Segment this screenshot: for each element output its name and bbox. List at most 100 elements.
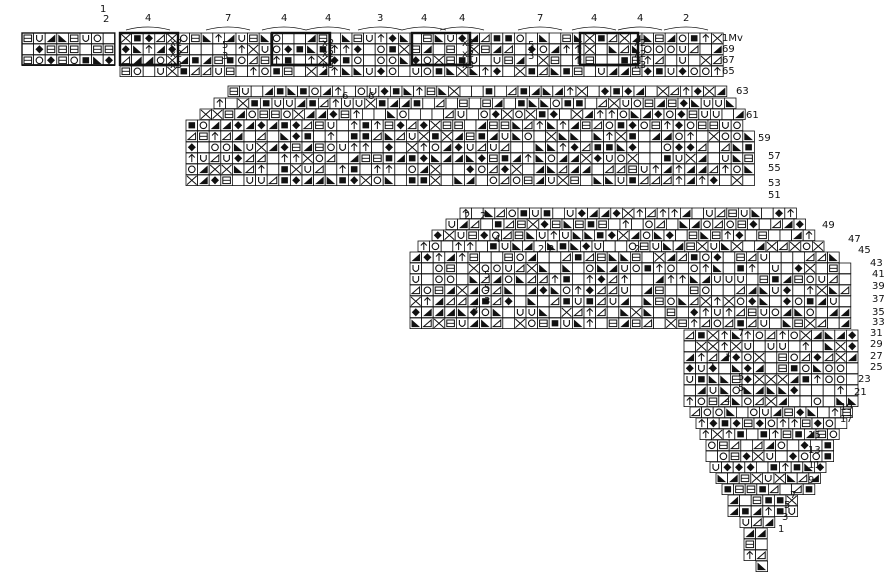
chart-cell bbox=[775, 450, 788, 463]
black-triangle-icon bbox=[489, 132, 498, 141]
black-triangle-icon bbox=[419, 165, 429, 174]
chart-cell bbox=[799, 395, 813, 408]
black-square-icon bbox=[586, 298, 594, 305]
black-diamond-icon bbox=[794, 264, 803, 273]
chart-cell bbox=[792, 251, 805, 264]
row-number-label: 35 bbox=[872, 307, 885, 318]
chart-cell bbox=[529, 207, 542, 220]
u-shape-icon bbox=[327, 122, 335, 129]
open-circle-icon bbox=[726, 220, 735, 229]
black-square-icon bbox=[563, 298, 570, 305]
u-shape-icon bbox=[355, 100, 363, 107]
black-diamond-icon bbox=[423, 253, 432, 262]
row-number-label: 67 bbox=[722, 55, 735, 66]
u-shape-icon bbox=[505, 265, 512, 272]
open-triangle-icon bbox=[314, 164, 324, 174]
black-square-icon bbox=[805, 486, 813, 493]
open-triangle-icon bbox=[719, 396, 729, 406]
chart-cell bbox=[614, 174, 628, 187]
arrow-icon bbox=[574, 285, 582, 295]
black-triangle-icon bbox=[701, 275, 711, 284]
black-triangle-icon bbox=[459, 220, 468, 229]
black-triangle-icon bbox=[535, 165, 545, 174]
chart-cell bbox=[548, 32, 562, 45]
row-number-label: 5 bbox=[784, 500, 790, 511]
black-diamond-icon bbox=[789, 452, 797, 461]
open-triangle-icon bbox=[422, 318, 432, 328]
chart-cell bbox=[102, 32, 116, 45]
black-diamond-icon bbox=[690, 308, 699, 317]
open-triangle-icon bbox=[499, 175, 510, 185]
chart-cell bbox=[711, 43, 724, 56]
chart-cell bbox=[834, 417, 848, 430]
black-square-icon bbox=[802, 376, 810, 383]
chart-cell bbox=[734, 273, 747, 286]
cross-icon bbox=[800, 330, 811, 340]
open-triangle-icon bbox=[395, 131, 405, 141]
cell-mark: 2 bbox=[538, 244, 544, 255]
open-triangle-icon bbox=[735, 285, 745, 295]
chart-cell bbox=[649, 240, 663, 253]
chart-cell bbox=[421, 273, 434, 286]
black-square-icon bbox=[795, 431, 802, 438]
cross-icon bbox=[631, 307, 642, 317]
cross-icon bbox=[527, 219, 539, 229]
arrow-icon bbox=[273, 55, 280, 65]
u-shape-icon bbox=[740, 210, 748, 217]
black-triangle-icon bbox=[469, 286, 479, 295]
black-diamond-icon bbox=[813, 419, 822, 428]
u-shape-icon bbox=[223, 155, 230, 162]
black-diamond-icon bbox=[685, 364, 694, 373]
chart-cell bbox=[352, 97, 366, 110]
repeat-count: 4 bbox=[145, 13, 151, 24]
black-triangle-icon bbox=[539, 34, 548, 43]
chart-cell bbox=[753, 340, 766, 353]
cross-icon bbox=[700, 296, 711, 306]
black-triangle-icon bbox=[318, 67, 328, 76]
row-number-label: 33 bbox=[872, 317, 885, 328]
chart-cell bbox=[258, 43, 272, 56]
u-shape-icon bbox=[82, 35, 90, 42]
arrow-icon bbox=[586, 318, 594, 328]
black-triangle-icon bbox=[620, 67, 629, 76]
chart-cell bbox=[564, 207, 577, 220]
u-shape-icon bbox=[714, 276, 721, 283]
cross-icon bbox=[786, 495, 797, 505]
open-circle-icon bbox=[701, 286, 710, 295]
black-diamond-icon bbox=[709, 176, 718, 185]
cell-mark: x3 bbox=[462, 60, 474, 71]
arrow-icon bbox=[782, 462, 789, 472]
black-triangle-icon bbox=[747, 286, 757, 295]
black-triangle-icon bbox=[697, 165, 707, 174]
chart-cell bbox=[197, 152, 210, 165]
arrow-icon bbox=[714, 296, 721, 306]
black-triangle-icon bbox=[233, 143, 243, 152]
black-diamond-icon bbox=[377, 67, 385, 76]
black-triangle-icon bbox=[446, 253, 455, 262]
cell-mark: x2 bbox=[322, 49, 334, 60]
chart-cell bbox=[502, 262, 515, 275]
black-triangle-icon bbox=[268, 143, 278, 152]
chart-cell bbox=[394, 174, 407, 187]
black-triangle-icon bbox=[46, 34, 56, 43]
black-triangle-icon bbox=[515, 56, 525, 65]
u-shape-icon bbox=[528, 309, 536, 316]
black-diamond-icon bbox=[746, 463, 755, 472]
open-triangle-icon bbox=[573, 307, 583, 317]
black-triangle-icon bbox=[454, 132, 463, 141]
cross-icon bbox=[704, 86, 715, 96]
arrow-icon bbox=[714, 66, 721, 76]
arrow-icon bbox=[466, 241, 474, 251]
arrow-icon bbox=[559, 142, 567, 152]
open-triangle-icon bbox=[523, 120, 533, 130]
chart-cell bbox=[757, 262, 771, 275]
black-diamond-icon bbox=[742, 452, 751, 461]
black-triangle-icon bbox=[179, 56, 189, 65]
open-triangle-icon bbox=[561, 252, 571, 262]
open-triangle-icon bbox=[839, 285, 850, 295]
black-triangle-icon bbox=[512, 242, 521, 251]
black-triangle-icon bbox=[469, 297, 479, 306]
cell-mark: 3 bbox=[724, 350, 730, 361]
chart-cell bbox=[454, 108, 468, 121]
black-square-icon bbox=[520, 210, 528, 217]
